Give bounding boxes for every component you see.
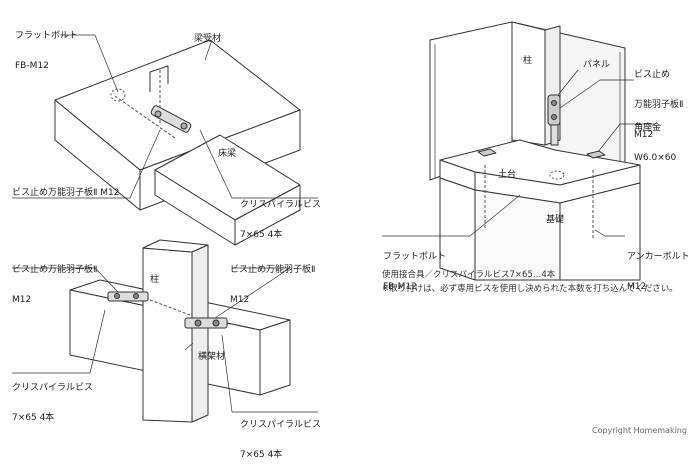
- d3-screw-right-text: クリスパイラルビス: [240, 420, 322, 430]
- floor-beam-front: [154, 169, 236, 246]
- d2-washer-text: 角座金: [634, 123, 662, 133]
- d2-plate-line1: ビス止め: [634, 70, 671, 80]
- plate-left: [107, 291, 149, 302]
- d2-anchor-code: M12: [627, 282, 647, 292]
- d1-plate-label: ビス止め万能羽子板Ⅱ M12: [12, 188, 120, 198]
- d1-screw-label: クリスパイラルビス 7×65 4本: [240, 180, 321, 250]
- d2-plate-label: ビス止め 万能羽子板Ⅱ M12: [634, 50, 683, 150]
- d3-plate-right-text: ビス止め万能羽子板Ⅱ: [230, 265, 316, 275]
- crossbeam-end: [259, 319, 291, 396]
- usage-note: 使用接合具／クリスパイラルビス7×65…4本: [382, 270, 556, 280]
- square-washer: [477, 148, 606, 159]
- d3-plate-left-label: ビス止め万能羽子板Ⅱ M12: [12, 245, 97, 315]
- foundation-side: [474, 189, 561, 281]
- d3-crossbeam-label: 横架材: [198, 352, 226, 362]
- d1-screw-spec: 7×65 4本: [240, 230, 283, 240]
- panel-sill-diagram: [382, 21, 655, 281]
- d2-plate-line2: 万能羽子板Ⅱ: [634, 100, 684, 110]
- d3-column-label: 柱: [150, 275, 160, 285]
- d1-flat-bolt-text: フラットボルト: [15, 31, 79, 41]
- d2-column-label: 柱: [523, 56, 533, 66]
- column: [511, 21, 546, 146]
- beam-junction-diagram: [12, 34, 318, 246]
- d2-flat-bolt-label: フラットボルト FB-M12: [383, 232, 446, 302]
- d2-anchor-text: アンカーボルト: [627, 252, 690, 262]
- d2-washer-spec: W6.0×60: [634, 153, 677, 163]
- d2-foundation-label: 基礎: [546, 215, 565, 225]
- d2-panel-label: パネル: [583, 60, 611, 70]
- d1-flat-bolt-code: FB-M12: [15, 61, 49, 71]
- column-side: [191, 244, 209, 423]
- d3-plate-right-code: M12: [230, 295, 250, 305]
- d3-screw-left-text: クリスパイラルビス: [12, 383, 94, 393]
- d3-plate-right-label: ビス止め万能羽子板Ⅱ M12: [230, 245, 315, 315]
- d1-beam-receiver-label: 梁受材: [194, 34, 222, 44]
- foundation-right: [559, 182, 641, 281]
- plate-right: [184, 317, 228, 329]
- d2-washer-label: 角座金 W6.0×60: [634, 103, 676, 173]
- d3-screw-right-label: クリスパイラルビス 7×65 4本: [240, 400, 321, 470]
- d3-screw-left-label: クリスパイラルビス 7×65 4本: [12, 363, 93, 433]
- d2-plate-line3: M12: [634, 130, 654, 140]
- d2-flat-bolt-text: フラットボルト: [383, 252, 447, 262]
- d3-screw-right-spec: 7×65 4本: [240, 450, 283, 460]
- d1-flat-bolt-label: フラットボルト FB-M12: [15, 11, 78, 81]
- bolt-hole: [110, 88, 126, 102]
- d1-floor-beam-label: 床梁: [218, 149, 237, 159]
- illustration-canvas: [12, 21, 655, 423]
- hardware-plate: [150, 105, 192, 133]
- d1-screw-text: クリスパイラルビス: [240, 200, 322, 210]
- beam-slot: [149, 65, 169, 92]
- d3-plate-left-code: M12: [12, 295, 32, 305]
- d2-anchor-label: アンカーボルト M12: [627, 232, 690, 302]
- copyright: Copyright Homemaking: [592, 426, 687, 435]
- d3-screw-left-spec: 7×65 4本: [12, 413, 55, 423]
- column-hardware: [547, 94, 561, 146]
- installation-warning: ※取り付けは、必ず専用ビスを使用し決められた本数を打ち込んでください。: [382, 284, 678, 294]
- column-crossbeam-diagram: [12, 239, 318, 423]
- d2-flat-bolt-code: FB-M12: [383, 282, 417, 292]
- d3-plate-left-text: ビス止め万能羽子板Ⅱ: [12, 265, 98, 275]
- d2-sill-label: 土台: [498, 170, 517, 180]
